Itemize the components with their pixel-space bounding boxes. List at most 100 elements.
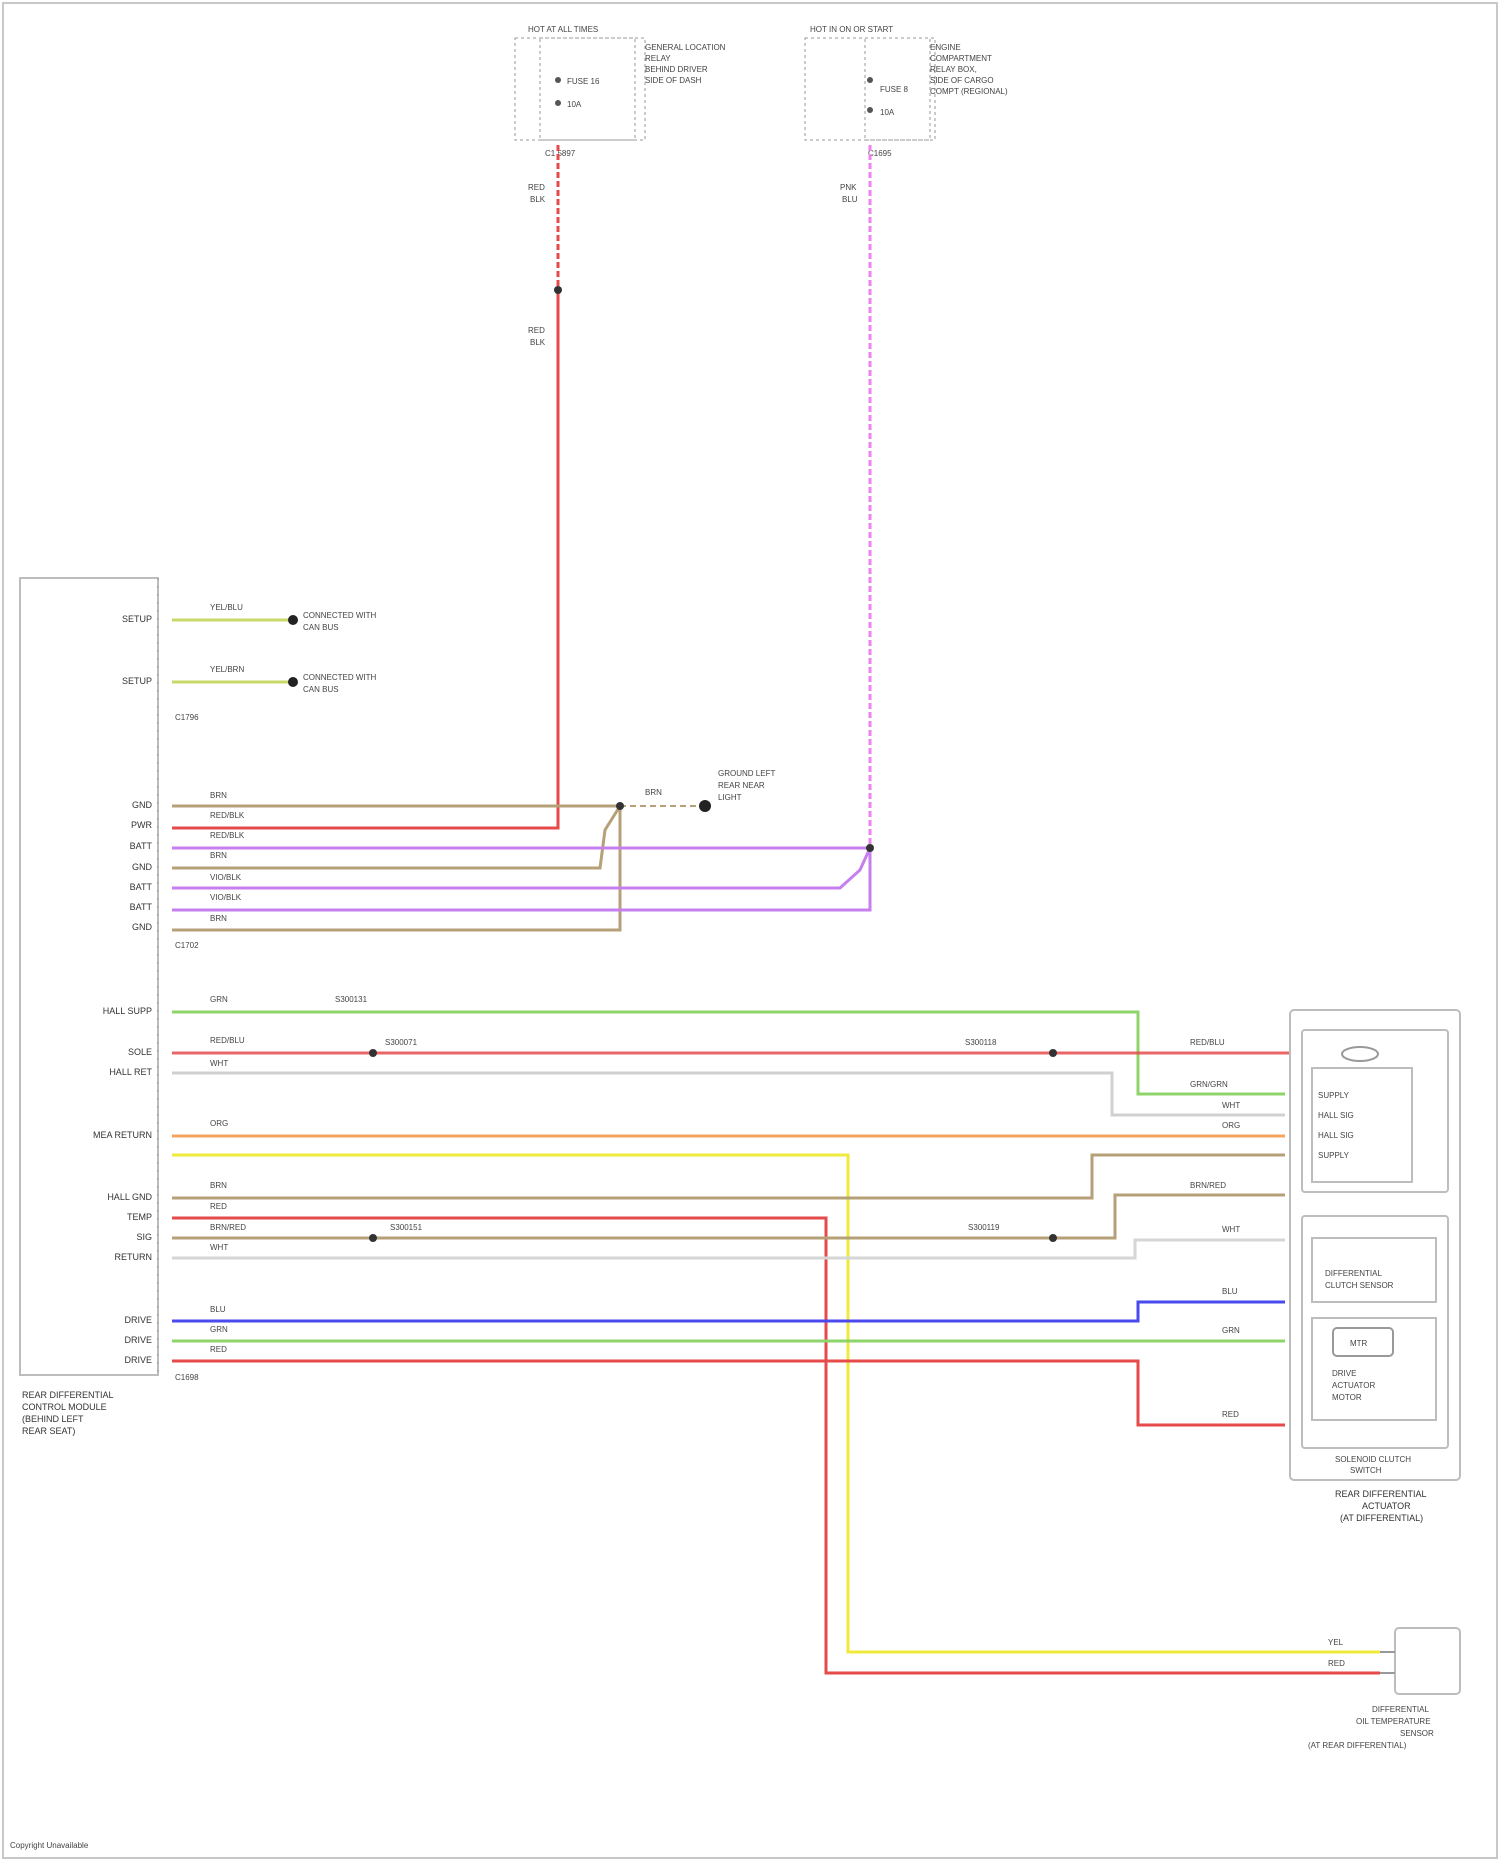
connector-c3: C1698	[175, 1373, 199, 1382]
fuse-1-desc-2: RELAY	[645, 54, 671, 63]
actuator-assembly: SUPPLY HALL SIG HALL SIG SUPPLY DIFFEREN…	[1290, 1010, 1460, 1523]
pin-name-hall-supp: HALL SUPP	[103, 1006, 152, 1016]
pin-name-sole: SOLE	[128, 1047, 152, 1057]
pin-name-setup-1: SETUP	[122, 614, 152, 624]
fuse-2-desc-1: ENGINE	[930, 43, 961, 52]
fuse-2-terminal	[867, 77, 873, 83]
act-wire-sig: WHT	[1222, 1225, 1240, 1234]
temp-label-3: SENSOR	[1400, 1729, 1434, 1738]
fuse-wire-2-code: BLK	[530, 338, 546, 347]
fuse-1-terminal-2	[555, 100, 561, 106]
pin-name-drive-2: DRIVE	[124, 1335, 152, 1345]
splice-sole-right	[1049, 1049, 1057, 1057]
can-dest-2b: CAN BUS	[303, 685, 339, 694]
temp-label-4: (AT REAR DIFFERENTIAL)	[1308, 1741, 1407, 1750]
fuse-2-desc-4: SIDE OF CARGO	[930, 76, 994, 85]
wire-return	[172, 1240, 1285, 1258]
wire-label-drive-blu: BLU	[210, 1305, 226, 1314]
fuse-2-terminal-2	[867, 107, 873, 113]
can-dest-1b: CAN BUS	[303, 623, 339, 632]
wire-label-batt-1: RED/BLK	[210, 831, 245, 840]
wire-label-setup-2: YEL/BRN	[210, 665, 244, 674]
wire-label-sole: RED/BLU	[210, 1036, 245, 1045]
wire-label-pwr: RED/BLK	[210, 811, 245, 820]
fuse-wire-2-color: RED	[528, 326, 545, 335]
act-wire-supply: GRN/GRN	[1190, 1080, 1228, 1089]
fuse-wire-1-code: BLK	[530, 195, 546, 204]
act-pin-1: SUPPLY	[1318, 1091, 1350, 1100]
wire-hall-gnd	[172, 1155, 1285, 1198]
fuse-2-desc-3: RELAY BOX,	[930, 65, 977, 74]
fuse-box-2: HOT IN ON OR START FUSE 8 10A ENGINE COM…	[805, 25, 1008, 158]
ground-label-3: LIGHT	[718, 793, 742, 802]
pin-name-gnd-3: GND	[132, 922, 153, 932]
temp-label-1: DIFFERENTIAL	[1372, 1705, 1429, 1714]
motor-symbol: MTR	[1350, 1339, 1368, 1348]
fuse-2-desc-5: COMPT (REGIONAL)	[930, 87, 1008, 96]
wire-temp-yellow	[172, 1155, 1380, 1652]
can-endpoint-2	[288, 677, 298, 687]
sensor-coil-icon	[1342, 1047, 1378, 1061]
pin-name-pwr: PWR	[131, 820, 152, 830]
wire-label-drive-grn: GRN	[210, 1325, 228, 1334]
splice-sig-right	[1049, 1234, 1057, 1242]
motor-label-1: DRIVE	[1332, 1369, 1356, 1378]
fuse-wire-3-color: PNK	[840, 183, 857, 192]
fuse-2-connector: C1695	[868, 149, 892, 158]
splice-label-sole-left: S300071	[385, 1038, 418, 1047]
pin-name-batt-3: BATT	[130, 902, 153, 912]
fuse-1-top-label: HOT AT ALL TIMES	[528, 25, 598, 34]
fuse-2-desc-2: COMPARTMENT	[930, 54, 992, 63]
pin-name-drive-1: DRIVE	[124, 1315, 152, 1325]
ground-label-1: GROUND LEFT	[718, 769, 775, 778]
wire-label-gnd-2: BRN	[210, 851, 227, 860]
splice-label-sig-right: S300119	[968, 1223, 1000, 1232]
actuator-title-1: REAR DIFFERENTIAL	[1335, 1489, 1427, 1499]
fuse-1-amp: 10A	[567, 100, 582, 109]
splice-ground	[616, 802, 624, 810]
fuse-box-1: HOT AT ALL TIMES FUSE 16 10A GENERAL LOC…	[515, 25, 726, 158]
ground-wire-label: BRN	[645, 788, 662, 797]
can-dest-1a: CONNECTED WITH	[303, 611, 377, 620]
wire-label-batt-3: VIO/BLK	[210, 893, 242, 902]
fuse-1-desc-3: BEHIND DRIVER	[645, 65, 708, 74]
splice-sole-left	[369, 1049, 377, 1057]
wire-label-setup-1: YEL/BLU	[210, 603, 243, 612]
connector-c1: C1796	[175, 713, 199, 722]
wire-label-batt-2: VIO/BLK	[210, 873, 242, 882]
fuse-2-name: FUSE 8	[880, 85, 909, 94]
wire-label-temp: RED	[210, 1202, 227, 1211]
can-endpoint-1	[288, 615, 298, 625]
sensor-label-2: CLUTCH SENSOR	[1325, 1281, 1394, 1290]
module-label-2: CONTROL MODULE	[22, 1402, 107, 1412]
act-wire-drive-red: RED	[1222, 1410, 1239, 1419]
connector-c2: C1702	[175, 941, 199, 950]
motor-label-2: ACTUATOR	[1332, 1381, 1375, 1390]
wire-label-sig: BRN/RED	[210, 1223, 246, 1232]
act-pin-3: HALL SIG	[1318, 1131, 1354, 1140]
act-pin-4: SUPPLY	[1318, 1151, 1350, 1160]
wire-label-drive-red: RED	[210, 1345, 227, 1354]
splice-label-sig-left: S300151	[390, 1223, 423, 1232]
temp-wire-1: YEL	[1328, 1638, 1344, 1647]
splice-label-hall-supp: S300131	[335, 995, 368, 1004]
fuse-2-amp: 10A	[880, 108, 895, 117]
pin-name-gnd-2: GND	[132, 862, 153, 872]
act-wire-hall1: WHT	[1222, 1101, 1240, 1110]
temp-wire-2: RED	[1328, 1659, 1345, 1668]
pin-name-batt-1: BATT	[130, 841, 153, 851]
sensor-label-1: DIFFERENTIAL	[1325, 1269, 1382, 1278]
wire-label-gnd-1: BRN	[210, 791, 227, 800]
fuse-1-desc-1: GENERAL LOCATION	[645, 43, 726, 52]
module-label-4: REAR SEAT)	[22, 1426, 75, 1436]
oil-temp-sensor: YEL RED DIFFERENTIAL OIL TEMPERATURE SEN…	[1308, 1628, 1460, 1750]
wire-hall-ret	[172, 1073, 1285, 1115]
switch-label-2: SWITCH	[1350, 1466, 1382, 1475]
wire-red-feed-lower	[172, 290, 558, 828]
footer-copyright: Copyright Unavailable	[10, 1841, 89, 1850]
pin-name-temp: TEMP	[127, 1212, 152, 1222]
ground-label-2: REAR NEAR	[718, 781, 765, 790]
fuse-2-top-label: HOT IN ON OR START	[810, 25, 893, 34]
pin-name-return: RETURN	[115, 1252, 153, 1262]
